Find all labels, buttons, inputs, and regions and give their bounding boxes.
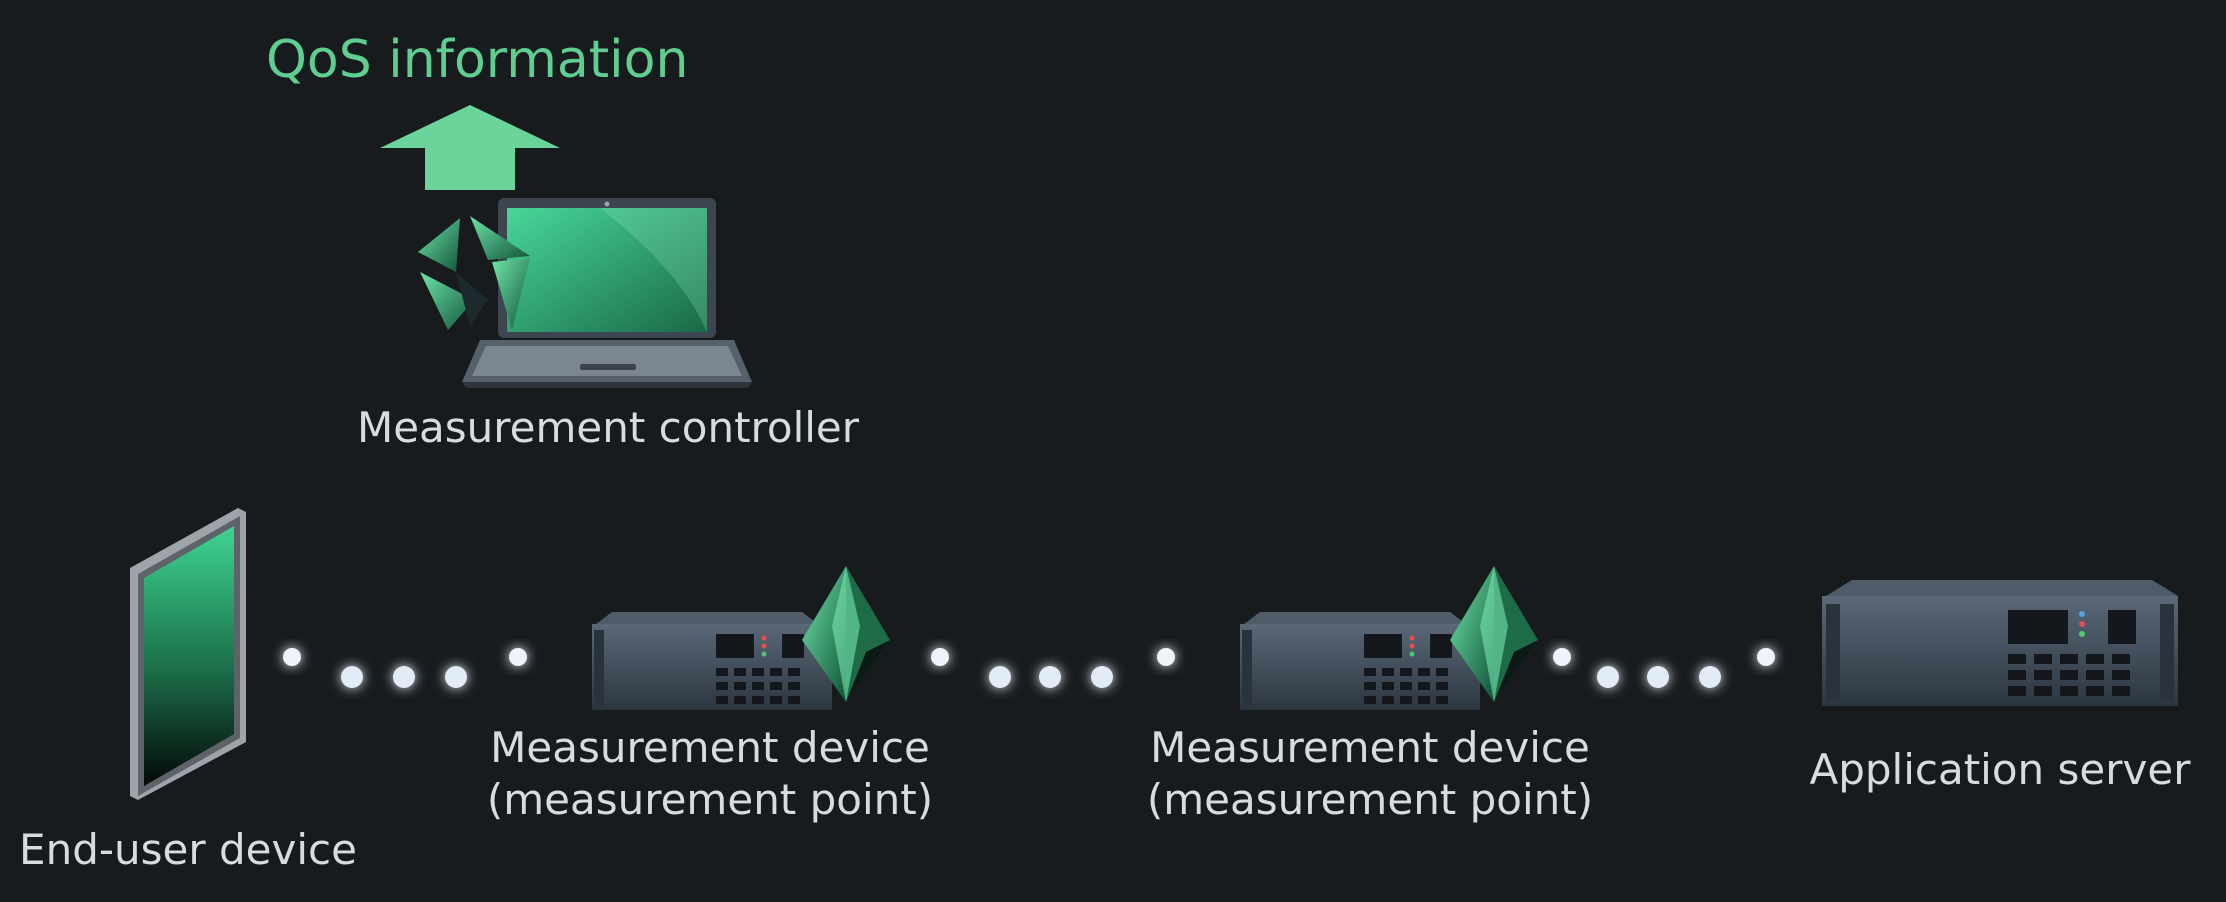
measurement-device-2-label: Measurement device (measurement point) — [1070, 722, 1670, 826]
ellipsis-dot — [445, 666, 467, 688]
rack-device-icon — [592, 612, 832, 710]
link-node — [283, 648, 301, 666]
link-nodes — [283, 648, 1775, 666]
measurement-controller-label: Measurement controller — [356, 403, 860, 452]
measurement-point-gem-icon — [802, 566, 890, 702]
rack-device-icon — [1240, 612, 1480, 710]
measurement-point-gem-icon — [1450, 566, 1538, 702]
measurement-device-1-line1: Measurement device — [490, 723, 930, 772]
link-node — [1757, 648, 1775, 666]
ellipsis-dot — [1647, 666, 1669, 688]
laptop-icon — [462, 198, 752, 388]
ellipsis-dot — [989, 666, 1011, 688]
up-arrow-icon — [380, 105, 560, 190]
link-node — [1553, 648, 1571, 666]
measurement-device-2-line1: Measurement device — [1150, 723, 1590, 772]
tablet-icon — [130, 508, 246, 800]
ellipsis-dot — [1091, 666, 1113, 688]
ellipsis-dots — [341, 666, 1721, 688]
ellipsis-dot — [1039, 666, 1061, 688]
measurement-agent-icon — [418, 216, 530, 330]
ellipsis-dot — [1597, 666, 1619, 688]
measurement-device-1-line2: (measurement point) — [486, 775, 934, 824]
ellipsis-dot — [341, 666, 363, 688]
ellipsis-dot — [1699, 666, 1721, 688]
link-node — [1157, 648, 1175, 666]
server-icon — [1822, 580, 2178, 706]
measurement-device-1-label: Measurement device (measurement point) — [410, 722, 1010, 826]
ellipsis-dot — [393, 666, 415, 688]
qos-information-label: QoS information — [266, 30, 689, 90]
end-user-device-label: End-user device — [19, 825, 357, 874]
link-node — [509, 648, 527, 666]
application-server-label: Application server — [1809, 745, 2191, 794]
measurement-device-2-line2: (measurement point) — [1146, 775, 1594, 824]
link-node — [931, 648, 949, 666]
